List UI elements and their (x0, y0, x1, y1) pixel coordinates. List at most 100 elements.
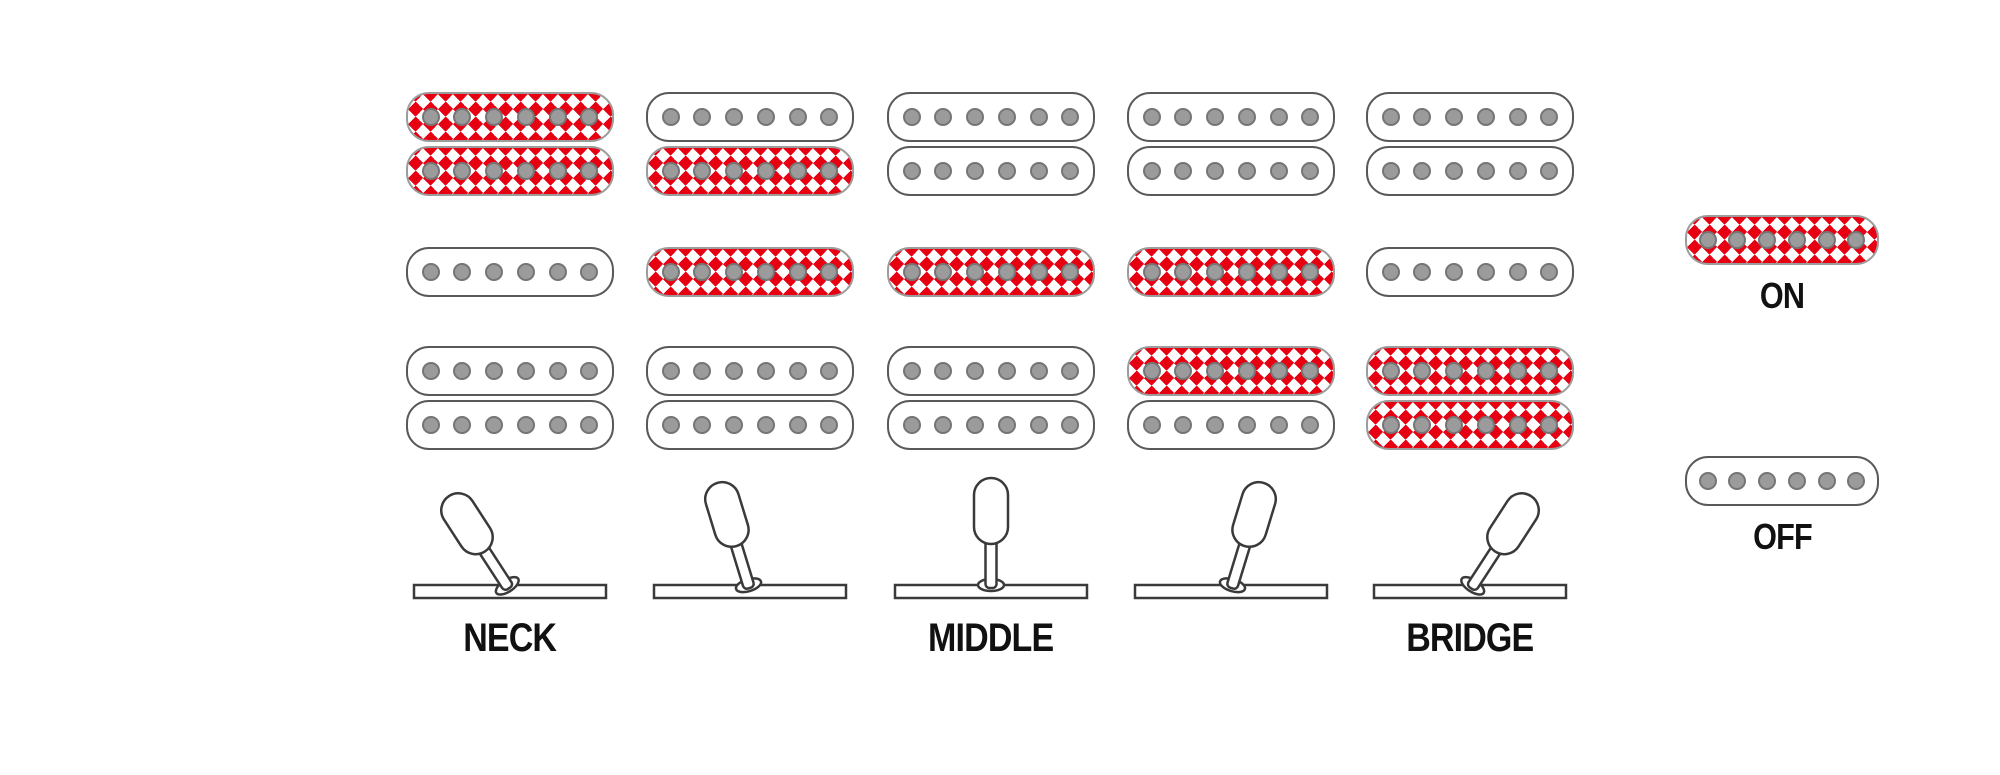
pole-piece-icon (725, 263, 744, 281)
pole-piece-icon (934, 108, 953, 126)
pole-piece-icon (1301, 416, 1320, 434)
pole-piece-icon (1381, 416, 1400, 434)
pole-piece-icon (580, 108, 599, 126)
pole-piece-icon (1698, 231, 1717, 249)
pole-piece-icon (693, 362, 712, 380)
pole-piece-icon (1758, 231, 1777, 249)
pole-piece-icon (1787, 472, 1806, 490)
bridge-pickup-top-coil (406, 346, 614, 396)
pole-piece-icon (1269, 108, 1288, 126)
pole-piece-icon (1061, 416, 1080, 434)
pole-piece-icon (1413, 108, 1432, 126)
pole-piece-icon (548, 362, 567, 380)
pole-piece-icon (485, 108, 504, 126)
pole-piece-icon (485, 362, 504, 380)
pole-piece-icon (1698, 472, 1717, 490)
pole-piece-icon (485, 162, 504, 180)
legend: ON OFF (1680, 0, 1884, 558)
bridge-pickup-top-coil (1127, 346, 1335, 396)
pole-piece-icon (453, 162, 472, 180)
neck-pickup-top-coil (1366, 92, 1574, 142)
pole-piece-icon (1381, 263, 1400, 281)
pole-piece-icon (1029, 108, 1048, 126)
pole-piece-icon (1029, 162, 1048, 180)
bridge-pickup-bottom-coil (1127, 400, 1335, 450)
pole-piece-icon (1061, 108, 1080, 126)
pole-piece-icon (725, 416, 744, 434)
pole-piece-icon (725, 162, 744, 180)
pole-piece-icon (1508, 108, 1527, 126)
pole-piece-icon (453, 362, 472, 380)
pole-piece-icon (756, 416, 775, 434)
pole-piece-icon (1758, 472, 1777, 490)
pole-piece-icon (661, 108, 680, 126)
pole-piece-icon (1206, 416, 1225, 434)
switch-position-3: MIDDLE (887, 0, 1095, 662)
legend-off-label: OFF (1752, 516, 1812, 557)
pole-piece-icon (1061, 162, 1080, 180)
pole-piece-icon (1174, 108, 1193, 126)
pole-piece-icon (1476, 162, 1495, 180)
pole-piece-icon (1540, 416, 1559, 434)
pole-piece-icon (820, 108, 839, 126)
pole-piece-icon (966, 162, 985, 180)
pole-piece-icon (756, 263, 775, 281)
pole-piece-icon (788, 263, 807, 281)
pole-piece-icon (548, 108, 567, 126)
pole-piece-icon (1381, 108, 1400, 126)
bridge-pickup-bottom-coil (887, 400, 1095, 450)
pole-piece-icon (1237, 162, 1256, 180)
pole-piece-icon (1206, 362, 1225, 380)
pole-piece-icon (1445, 416, 1464, 434)
pole-piece-icon (1142, 362, 1161, 380)
pole-piece-icon (548, 263, 567, 281)
pole-piece-icon (1174, 162, 1193, 180)
pole-piece-icon (966, 263, 985, 281)
pole-piece-icon (1301, 162, 1320, 180)
pole-piece-icon (725, 108, 744, 126)
middle-pickup (1127, 247, 1335, 297)
selector-switch-icon (412, 492, 608, 600)
pole-piece-icon (997, 108, 1016, 126)
pole-piece-icon (421, 362, 440, 380)
pole-piece-icon (1301, 263, 1320, 281)
pole-piece-icon (934, 263, 953, 281)
neck-pickup (887, 92, 1095, 196)
pole-piece-icon (966, 362, 985, 380)
pole-piece-icon (548, 162, 567, 180)
neck-pickup-bottom-coil (887, 146, 1095, 196)
pole-piece-icon (1269, 362, 1288, 380)
pole-piece-icon (1269, 162, 1288, 180)
pole-piece-icon (1413, 162, 1432, 180)
pole-piece-icon (934, 362, 953, 380)
neck-pickup-bottom-coil (646, 146, 854, 196)
pole-piece-icon (1540, 108, 1559, 126)
pole-piece-icon (1413, 416, 1432, 434)
pole-piece-icon (693, 416, 712, 434)
selector-switch-icon (652, 480, 848, 600)
pole-piece-icon (1174, 362, 1193, 380)
pole-piece-icon (934, 162, 953, 180)
pole-piece-icon (516, 162, 535, 180)
bridge-pickup-bottom-coil (646, 400, 854, 450)
bridge-pickup-top-coil (887, 346, 1095, 396)
pole-piece-icon (934, 416, 953, 434)
bridge-pickup (646, 346, 854, 450)
pole-piece-icon (1301, 108, 1320, 126)
pole-piece-icon (661, 263, 680, 281)
position-label: MIDDLE (928, 616, 1054, 660)
pole-piece-icon (788, 362, 807, 380)
pole-piece-icon (1174, 263, 1193, 281)
pole-piece-icon (1301, 362, 1320, 380)
bridge-pickup-top-coil (646, 346, 854, 396)
selector-switch-icon (1133, 480, 1329, 600)
pole-piece-icon (1476, 416, 1495, 434)
pole-piece-icon (580, 416, 599, 434)
pole-piece-icon (1445, 162, 1464, 180)
pole-piece-icon (1540, 362, 1559, 380)
pole-piece-icon (1237, 362, 1256, 380)
pole-piece-icon (1817, 472, 1836, 490)
pole-piece-icon (820, 416, 839, 434)
pole-piece-icon (1206, 263, 1225, 281)
pole-piece-icon (966, 108, 985, 126)
